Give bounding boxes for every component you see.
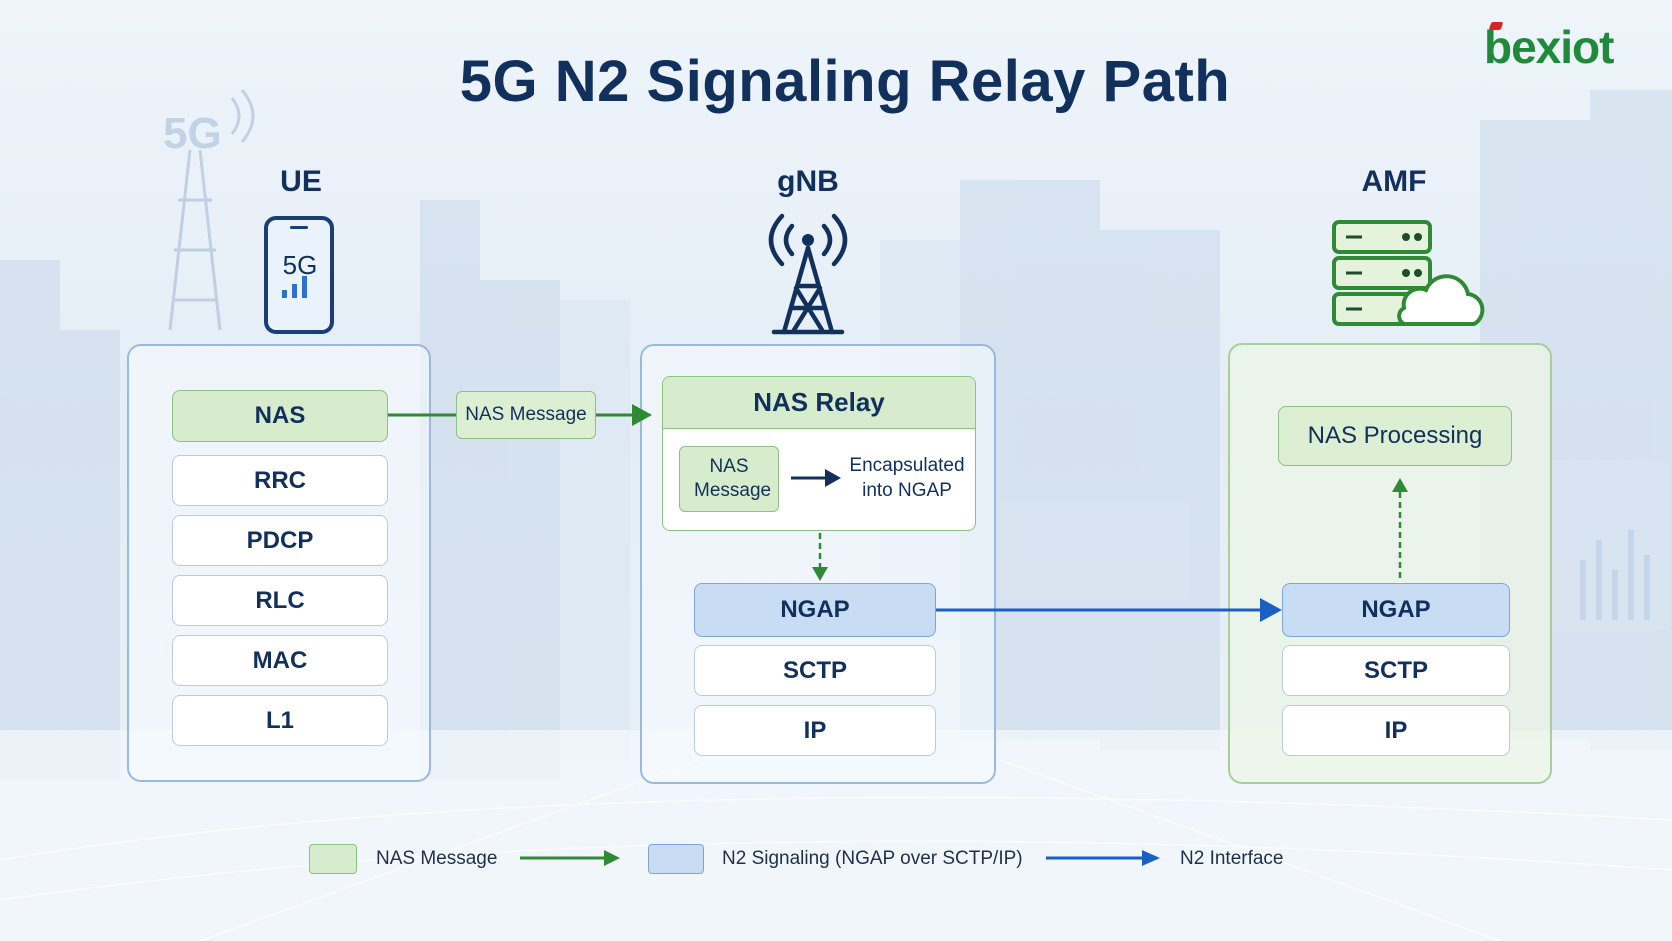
amf-layer-sctp: SCTP	[1282, 645, 1510, 696]
bexiot-logo: bexiot	[1484, 18, 1654, 78]
encapsulated-line2: into NGAP	[862, 480, 952, 501]
page-title: 5G N2 Signaling Relay Path	[459, 49, 1231, 114]
amf-layer-ngap: NGAP	[1282, 583, 1510, 637]
gnb-label: gNB	[777, 165, 839, 198]
relay-nas-message: NAS Message	[679, 446, 779, 512]
legend-green-arrow	[520, 850, 620, 866]
nas-message-arrow	[388, 404, 652, 426]
legend-blue-arrow	[1046, 850, 1160, 866]
legend-nas-text: NAS Message	[376, 848, 498, 869]
gnb-layer-sctp: SCTP	[694, 645, 936, 696]
ue-layer-rrc: RRC	[172, 455, 388, 506]
gnb-layer-ngap: NGAP	[694, 583, 936, 637]
ue-layer-rlc: RLC	[172, 575, 388, 626]
ue-layer-l1: L1	[172, 695, 388, 746]
svg-text:5G: 5G	[163, 109, 222, 158]
legend-nas-swatch	[309, 844, 357, 874]
5g-tower-icon	[168, 89, 255, 331]
amf-label: AMF	[1361, 165, 1427, 198]
antenna-tower-icon	[768, 213, 848, 335]
nas-relay-title: NAS Relay	[663, 377, 975, 429]
nas-message-chip: NAS Message	[456, 391, 596, 439]
phone-5g-text: 5G	[282, 250, 318, 280]
n2-interface-arrow	[936, 598, 1282, 622]
amf-nas-processing: NAS Processing	[1278, 406, 1512, 466]
amf-layer-ip: IP	[1282, 705, 1510, 756]
ngap-to-processing-arrow	[1392, 478, 1408, 582]
nas-relay-box: NAS Relay NAS Message Encapsulated into …	[662, 376, 976, 531]
gnb-layer-ip: IP	[694, 705, 936, 756]
legend-n2-interface-text: N2 Interface	[1180, 848, 1284, 869]
legend-n2-signaling-text: N2 Signaling (NGAP over SCTP/IP)	[722, 848, 1023, 869]
ue-layer-nas: NAS	[172, 390, 388, 442]
ue-label: UE	[280, 165, 322, 198]
encapsulate-arrow-icon	[791, 469, 841, 487]
encapsulated-note: Encapsulated into NGAP	[843, 453, 971, 503]
server-cloud-icon	[1332, 220, 1485, 326]
ue-layer-mac: MAC	[172, 635, 388, 686]
relay-nas-message-text: NAS Message	[694, 456, 772, 501]
logo-text: bexiot	[1484, 21, 1614, 73]
ue-layer-pdcp: PDCP	[172, 515, 388, 566]
relay-to-ngap-arrow	[812, 533, 828, 581]
encapsulated-line1: Encapsulated	[849, 455, 965, 476]
legend-n2-swatch	[648, 844, 704, 874]
phone-icon	[264, 216, 334, 334]
